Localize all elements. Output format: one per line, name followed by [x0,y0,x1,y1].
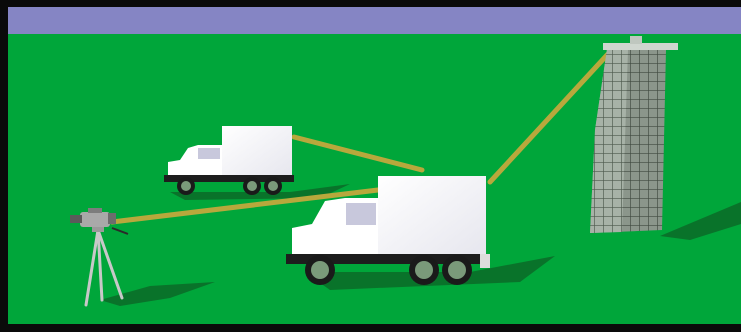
sky [8,7,741,34]
